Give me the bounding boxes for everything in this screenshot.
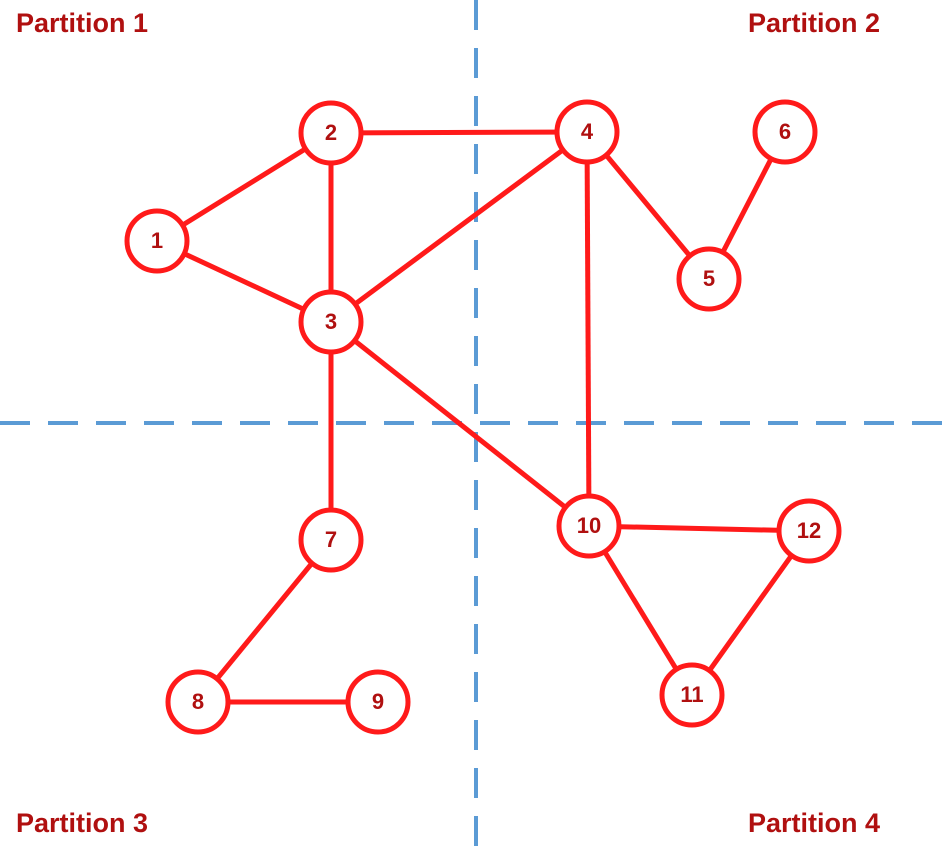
graph-edges [155, 129, 812, 705]
node-circle [298, 100, 364, 166]
edge-7-8 [196, 538, 333, 704]
node-circle [298, 289, 364, 355]
node-circle [298, 507, 364, 573]
node-10: 10 [556, 493, 622, 559]
edge-10-12 [588, 523, 810, 534]
partition-4-label: Partition 4 [748, 808, 881, 838]
edge-10-11 [586, 524, 695, 697]
edge-11-12 [689, 529, 812, 697]
node-circle [345, 669, 411, 735]
partition-2-label: Partition 2 [748, 8, 881, 38]
node-9: 9 [345, 669, 411, 735]
node-circle [554, 99, 620, 165]
node-1: 1 [124, 208, 190, 274]
edge-1-2 [155, 130, 333, 244]
node-8: 8 [165, 669, 231, 735]
node-label: 11 [680, 682, 703, 707]
node-label: 1 [151, 228, 163, 253]
edge-3-10 [329, 320, 591, 528]
node-label: 2 [325, 120, 337, 145]
node-3: 3 [298, 289, 364, 355]
edge-4-10 [584, 131, 592, 527]
node-circle [124, 208, 190, 274]
node-label: 10 [577, 513, 601, 538]
node-label: 3 [325, 309, 337, 334]
node-2: 2 [298, 100, 364, 166]
node-label: 9 [372, 689, 384, 714]
edge-2-4 [330, 129, 588, 136]
node-circle [752, 99, 818, 165]
node-4: 4 [554, 99, 620, 165]
node-6: 6 [752, 99, 818, 165]
node-circle [659, 662, 725, 728]
node-circle [776, 498, 842, 564]
node-circle [556, 493, 622, 559]
node-label: 12 [797, 518, 821, 543]
partition-1-label: Partition 1 [16, 8, 149, 38]
node-7: 7 [298, 507, 364, 573]
node-label: 5 [703, 266, 715, 291]
node-label: 6 [779, 119, 791, 144]
node-circle [676, 246, 742, 312]
node-11: 11 [659, 662, 725, 728]
edge-3-4 [329, 129, 589, 325]
node-label: 4 [581, 119, 594, 144]
node-label: 7 [325, 527, 337, 552]
partition-3-label: Partition 3 [16, 808, 149, 838]
node-5: 5 [676, 246, 742, 312]
node-12: 12 [776, 498, 842, 564]
node-circle [165, 669, 231, 735]
node-label: 8 [192, 689, 204, 714]
